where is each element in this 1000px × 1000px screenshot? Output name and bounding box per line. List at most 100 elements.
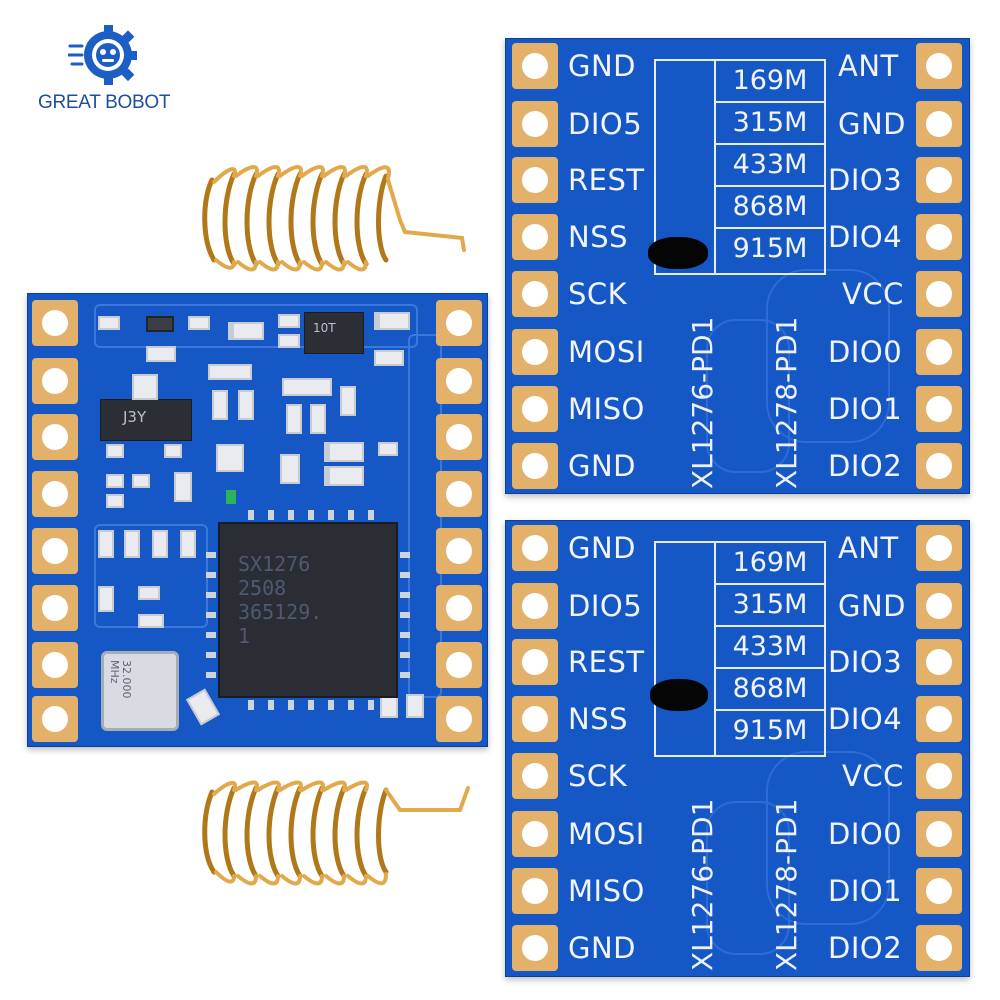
resistor — [238, 390, 254, 420]
frequency-table: 169M 315M 433M 868M 915M — [654, 59, 826, 275]
inductor — [216, 444, 244, 472]
resistor — [310, 404, 326, 434]
chip-pin — [308, 700, 314, 710]
trace — [706, 801, 790, 955]
crystal-marking-line: 32.000 — [120, 660, 133, 699]
pcb-back-bottom: GND DIO5 REST NSS SCK MOSI MISO GND ANT … — [505, 520, 970, 977]
crystal-marking-line: MHz — [108, 660, 121, 684]
capacitor — [185, 688, 221, 726]
small-ic-marking: 10T — [313, 321, 336, 335]
pin-label: NSS — [568, 220, 629, 254]
pin-label: DIO3 — [828, 163, 903, 197]
chip-pin — [206, 612, 216, 618]
pin-label: DIO2 — [828, 449, 903, 483]
pad — [436, 585, 482, 631]
resistor — [98, 530, 114, 558]
pin-label: GND — [568, 49, 636, 83]
chip-pin — [400, 572, 410, 578]
marker-blot — [648, 237, 708, 269]
pad — [32, 414, 78, 460]
pad — [916, 443, 962, 489]
model-label: XL1276-PD1 — [686, 798, 719, 971]
chip-pin — [400, 652, 410, 658]
pin-label: MOSI — [568, 335, 645, 369]
capacitor — [324, 442, 364, 462]
frequency-option: 169M — [716, 543, 824, 585]
pad — [916, 868, 962, 914]
pad — [916, 696, 962, 742]
chip-pin — [400, 552, 410, 558]
chip-pin — [348, 510, 354, 520]
crystal-marking: 32.000 MHz — [108, 660, 133, 699]
pad — [436, 696, 482, 742]
pin-label: MISO — [568, 874, 645, 908]
chip-pin — [288, 700, 294, 710]
capacitor — [374, 312, 410, 330]
chip-pin — [328, 700, 334, 710]
capacitor — [280, 454, 300, 484]
resistor — [146, 316, 174, 332]
chip-pin — [268, 700, 274, 710]
pad — [512, 157, 558, 203]
pad — [436, 528, 482, 574]
resistor — [98, 586, 114, 612]
pin-label: GND — [568, 531, 636, 565]
pad — [916, 329, 962, 375]
regulator-leg — [106, 444, 124, 458]
chip-pin — [400, 632, 410, 638]
regulator-marking: J3Y — [123, 408, 147, 426]
chip-pin — [206, 632, 216, 638]
voltage-regulator: J3Y — [100, 399, 192, 441]
resistor — [340, 386, 356, 416]
frequency-table: 169M 315M 433M 868M 915M — [654, 541, 826, 757]
chip-pin — [348, 700, 354, 710]
chip-pin — [248, 700, 254, 710]
pad — [512, 583, 558, 629]
pad — [436, 358, 482, 404]
capacitor — [278, 314, 300, 328]
pin-label: REST — [568, 645, 645, 679]
pin-label: VCC — [842, 277, 904, 311]
frequency-option: 915M — [732, 715, 808, 746]
chip-pin — [248, 510, 254, 520]
pad — [512, 868, 558, 914]
chip-pin — [206, 652, 216, 658]
trace — [766, 269, 890, 443]
pin-label: DIO5 — [568, 107, 643, 141]
pin-label: GND — [838, 589, 906, 623]
chip-pin — [368, 510, 374, 520]
resistor — [180, 530, 196, 558]
capacitor — [188, 316, 210, 330]
pin-label: REST — [568, 163, 645, 197]
pin-label: MISO — [568, 392, 645, 426]
pin-label: DIO0 — [828, 335, 903, 369]
pcb-back-top: GND DIO5 REST NSS SCK MOSI MISO GND ANT … — [505, 38, 970, 494]
model-label: XL1276-PD1 — [686, 316, 719, 489]
pin-label: DIO2 — [828, 931, 903, 965]
capacitor — [378, 442, 398, 456]
chip-pin — [206, 572, 216, 578]
pad — [436, 471, 482, 517]
brand-name: GREAT BOBOT — [38, 92, 171, 113]
pad — [436, 300, 482, 346]
chip-pin — [206, 672, 216, 678]
pad — [436, 642, 482, 688]
capacitor — [146, 346, 176, 362]
capacitor — [228, 322, 264, 340]
pad — [916, 43, 962, 89]
pin-label: DIO4 — [828, 220, 903, 254]
pad — [916, 753, 962, 799]
chip-pin — [206, 592, 216, 598]
chip-marking-line: SX1276 — [238, 552, 311, 576]
chip-marking-line: 1 — [238, 624, 251, 648]
pad — [512, 443, 558, 489]
small-ic: 10T — [304, 312, 364, 354]
pad — [916, 271, 962, 317]
pin-label: GND — [838, 107, 906, 141]
frequency-option: 433M — [716, 627, 824, 669]
marker-blot — [650, 679, 708, 711]
model-label: XL1278-PD1 — [770, 798, 803, 971]
capacitor — [282, 378, 332, 396]
frequency-option: 315M — [716, 103, 824, 145]
pad — [916, 525, 962, 571]
